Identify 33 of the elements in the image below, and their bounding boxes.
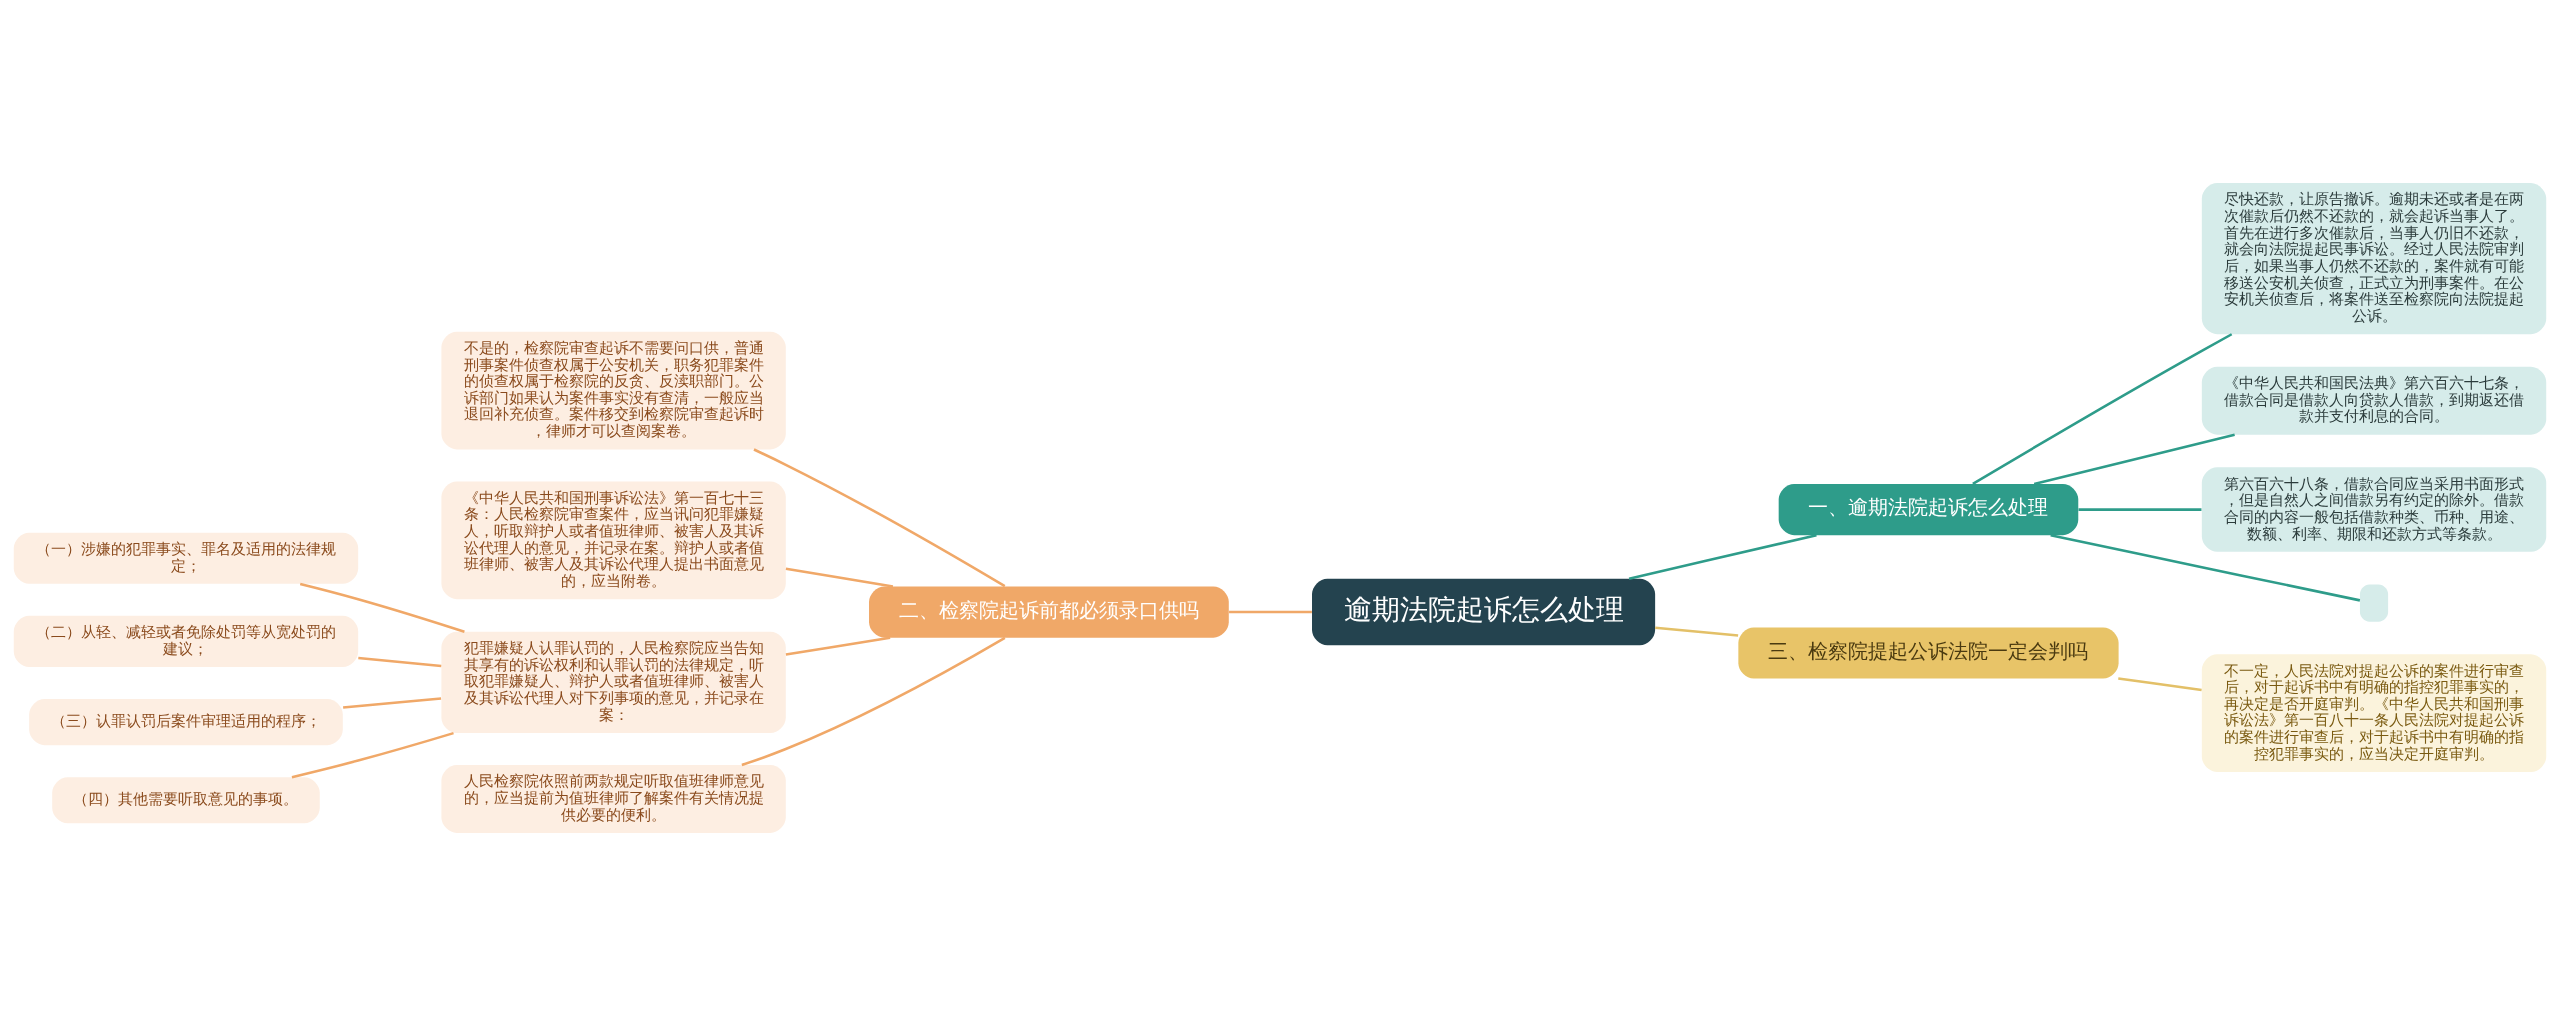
connector <box>2033 432 2235 485</box>
node-box: （一）涉嫌的犯罪事实、罪名及适用的法律规定； <box>13 532 359 584</box>
node-box: （三）认罪认罚后案件审理适用的程序； <box>29 698 343 745</box>
connector <box>343 696 442 709</box>
node-box: 一、逾期法院起诉怎么处理 <box>1778 483 2079 535</box>
node-box: 不是的，检察院审查起诉不需要问口供，普通刑事案件侦查权属于公安机关，职务犯罪案件的侦查权属于检察院的反贪、反渎职部门。公诉部门如果认为案件事实没有查清，一般应当退回补充侦查。案件移交到检察院审查起诉时，律师才可以查阅案卷。 <box>441 331 786 449</box>
connector <box>2118 676 2202 691</box>
connector <box>1229 610 1312 613</box>
node-box: 尽快还款，让原告撤诉。逾期未还或者是在两次催款后仍然不还款的，就会起诉当事人了。首先在进行多次催款后，当事人仍旧不还款，就会向法院提起民事诉讼。经过人民法院审判后，如果当事人仍然不还款的，案件就有可能移送公安机关侦查，正式立为刑事案件。在公安机关侦查后，将案件送至检察院向法院提起公诉。 <box>2201 182 2547 334</box>
connector <box>2050 533 2361 602</box>
connector <box>358 656 442 667</box>
connector <box>299 582 465 633</box>
node-box: 逾期法院起诉怎么处理 <box>1312 578 1656 645</box>
connector <box>753 447 1006 587</box>
connector <box>741 636 1006 766</box>
connector <box>2078 507 2202 511</box>
connector <box>291 731 454 778</box>
connector <box>1972 332 2233 485</box>
connector <box>1628 533 1817 580</box>
node-box: 《中华人民共和国刑事诉讼法》第一百七十三条：人民检察院审查案件，应当讯问犯罪嫌疑人，听取辩护人或者值班律师、被害人及其诉讼代理人的意见，并记录在案。辩护人或者值班律师、被害人及其诉讼代理人提出书面意见的，应当附卷。 <box>441 480 786 599</box>
node-box: 人民检察院依照前两款规定听取值班律师意见的，应当提前为值班律师了解案件有关情况提供必要的便利。 <box>441 764 786 833</box>
node-box: （四）其他需要听取意见的事项。 <box>52 776 320 823</box>
node-box: 二、检察院起诉前都必须录口供吗 <box>869 585 1229 638</box>
node-box: 第六百六十八条，借款合同应当采用书面形式，但是自然人之间借款另有约定的除外。借款合同的内容一般包括借款种类、币种、用途、数额、利率、期限和还款方式等条款。 <box>2201 466 2547 552</box>
node-box: 《中华人民共和国民法典》第六百六十七条，借款合同是借款人向贷款人借款，到期返还借款并支付利息的合同。 <box>2201 366 2547 435</box>
node-box: 犯罪嫌疑人认罪认罚的，人民检察院应当告知其享有的诉讼权利和认罪认罚的法律规定，听取犯罪嫌疑人、辩护人或者值班律师、被害人及其诉讼代理人对下列事项的意见，并记录在案： <box>441 631 786 733</box>
node-box <box>2359 584 2389 622</box>
connector <box>785 566 894 588</box>
node-box: 三、检察院提起公诉法院一定会判吗 <box>1738 626 2119 679</box>
node-box: 不一定，人民法院对提起公诉的案件进行审查后，对于起诉书中有明确的指控犯罪事实的，再决定是否开庭审判。《中华人民共和国刑事诉讼法》第一百八十一条人民法院对提起公诉的案件进行审查后，对于起诉书中有明确的指控犯罪事实的，应当决定开庭审判。 <box>2201 653 2547 772</box>
connector <box>1655 626 1739 637</box>
connector <box>785 635 891 656</box>
node-box: （二）从轻、减轻或者免除处罚等从宽处罚的建议； <box>13 615 359 667</box>
